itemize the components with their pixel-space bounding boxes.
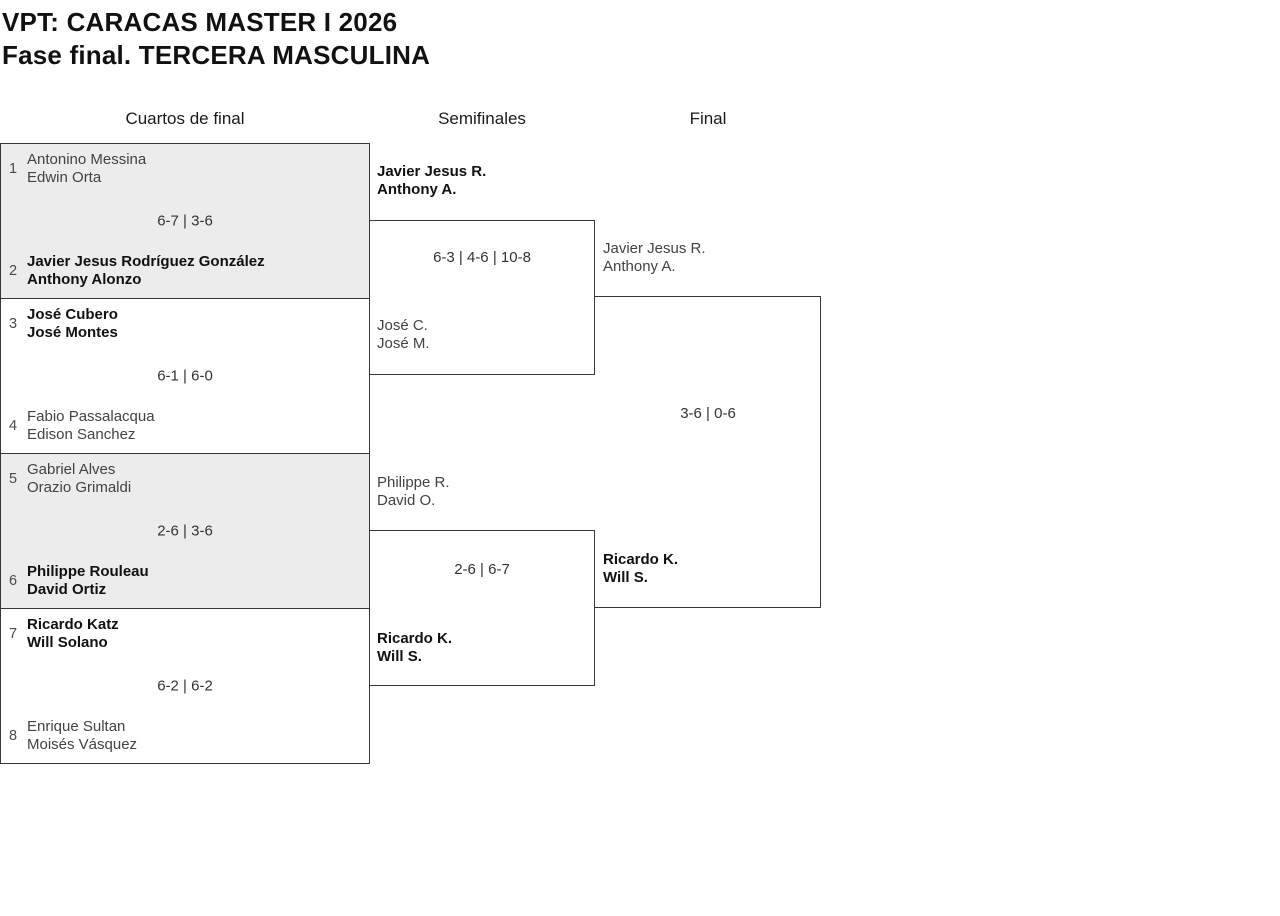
player-name: David Ortiz [27, 581, 107, 598]
team-row: 8 Enrique Sultan Moisés Vásquez [1, 718, 369, 754]
player-name: Moisés Vásquez [27, 736, 138, 753]
match-quarterfinal-1: 1 Antonino Messina Edwin Orta 6-7 | 3-6 … [0, 143, 370, 299]
seed-number: 2 [8, 263, 18, 279]
player-name: Anthony A. [377, 181, 457, 198]
team-row: 1 Antonino Messina Edwin Orta [1, 151, 369, 187]
match-score: 6-1 | 6-0 [157, 367, 213, 385]
team-names: José Cubero José Montes [27, 306, 118, 342]
player-name: Javier Jesus Rodríguez González [27, 253, 265, 270]
player-name: Antonino Messina [27, 151, 147, 168]
player-name: José M. [377, 335, 430, 352]
team-names: Philippe Rouleau David Ortiz [27, 563, 149, 599]
team-names: Antonino Messina Edwin Orta [27, 151, 146, 187]
seed-number: 5 [8, 471, 18, 487]
semifinal-1-bottom-team: José C. José M. [377, 317, 582, 373]
match-score: 6-3 | 4-6 | 10-8 [433, 249, 531, 266]
player-name: José Cubero [27, 306, 118, 323]
seed-number: 8 [8, 728, 18, 744]
player-name: Anthony A. [603, 258, 676, 275]
player-name: José C. [377, 317, 428, 334]
player-name: Ricardo Katz [27, 616, 119, 633]
match-semifinal-2-frame [369, 530, 595, 686]
player-name: Will S. [377, 648, 422, 665]
player-name: Javier Jesus R. [377, 163, 487, 180]
player-name: Ricardo K. [377, 630, 453, 647]
team-row: 7 Ricardo Katz Will Solano [1, 616, 369, 652]
semifinal-2-top-team: Philippe R. David O. [377, 474, 582, 530]
player-name: Orazio Grimaldi [27, 479, 132, 496]
match-quarterfinal-2: 3 José Cubero José Montes 6-1 | 6-0 4 Fa… [0, 298, 370, 454]
match-score: 2-6 | 3-6 [157, 522, 213, 540]
seed-number: 3 [8, 316, 18, 332]
player-name: Enrique Sultan [27, 718, 126, 735]
team-row: 2 Javier Jesus Rodríguez González Anthon… [1, 253, 369, 289]
player-name: Philippe R. [377, 474, 450, 491]
team-names: Ricardo Katz Will Solano [27, 616, 119, 652]
team-names: Fabio Passalacqua Edison Sanchez [27, 408, 155, 444]
column-header-final: Final [689, 109, 727, 128]
player-name: David O. [377, 492, 436, 509]
player-name: Philippe Rouleau [27, 563, 149, 580]
match-score: 2-6 | 6-7 [454, 561, 510, 578]
final-bottom-team: Ricardo K. Will S. [603, 551, 808, 607]
seed-number: 4 [8, 418, 18, 434]
player-name: Fabio Passalacqua [27, 408, 155, 425]
page-title: VPT: CARACAS MASTER I 2026 [2, 7, 398, 37]
match-quarterfinal-3: 5 Gabriel Alves Orazio Grimaldi 2-6 | 3-… [0, 453, 370, 609]
match-final-frame [595, 296, 821, 608]
team-row: 3 José Cubero José Montes [1, 306, 369, 342]
match-semifinal-1-frame [369, 220, 595, 375]
team-row: 4 Fabio Passalacqua Edison Sanchez [1, 408, 369, 444]
semifinal-1-top-team: Javier Jesus R. Anthony A. [377, 163, 582, 219]
player-name: Ricardo K. [603, 551, 679, 568]
player-name: Will S. [603, 569, 648, 586]
player-name: Anthony Alonzo [27, 271, 142, 288]
match-score: 6-2 | 6-2 [157, 677, 213, 695]
seed-number: 7 [8, 626, 18, 642]
semifinal-2-bottom-team: Ricardo K. Will S. [377, 630, 582, 686]
player-name: Javier Jesus R. [603, 240, 706, 257]
seed-number: 1 [8, 161, 18, 177]
column-header-semifinals: Semifinales [438, 109, 526, 128]
team-names: Gabriel Alves Orazio Grimaldi [27, 461, 131, 497]
column-header-quarterfinals: Cuartos de final [125, 109, 245, 128]
match-score: 6-7 | 3-6 [157, 212, 213, 230]
player-name: José Montes [27, 324, 118, 341]
page-title-block: VPT: CARACAS MASTER I 2026 Fase final. T… [2, 6, 430, 72]
match-score: 3-6 | 0-6 [680, 405, 736, 422]
seed-number: 6 [8, 573, 18, 589]
team-names: Javier Jesus Rodríguez González Anthony … [27, 253, 265, 289]
match-quarterfinal-4: 7 Ricardo Katz Will Solano 6-2 | 6-2 8 E… [0, 608, 370, 764]
player-name: Edison Sanchez [27, 426, 136, 443]
player-name: Will Solano [27, 634, 108, 651]
team-row: 5 Gabriel Alves Orazio Grimaldi [1, 461, 369, 497]
team-row: 6 Philippe Rouleau David Ortiz [1, 563, 369, 599]
player-name: Gabriel Alves [27, 461, 116, 478]
final-top-team: Javier Jesus R. Anthony A. [603, 240, 808, 296]
player-name: Edwin Orta [27, 169, 102, 186]
page-subtitle: Fase final. TERCERA MASCULINA [2, 40, 431, 70]
team-names: Enrique Sultan Moisés Vásquez [27, 718, 137, 754]
